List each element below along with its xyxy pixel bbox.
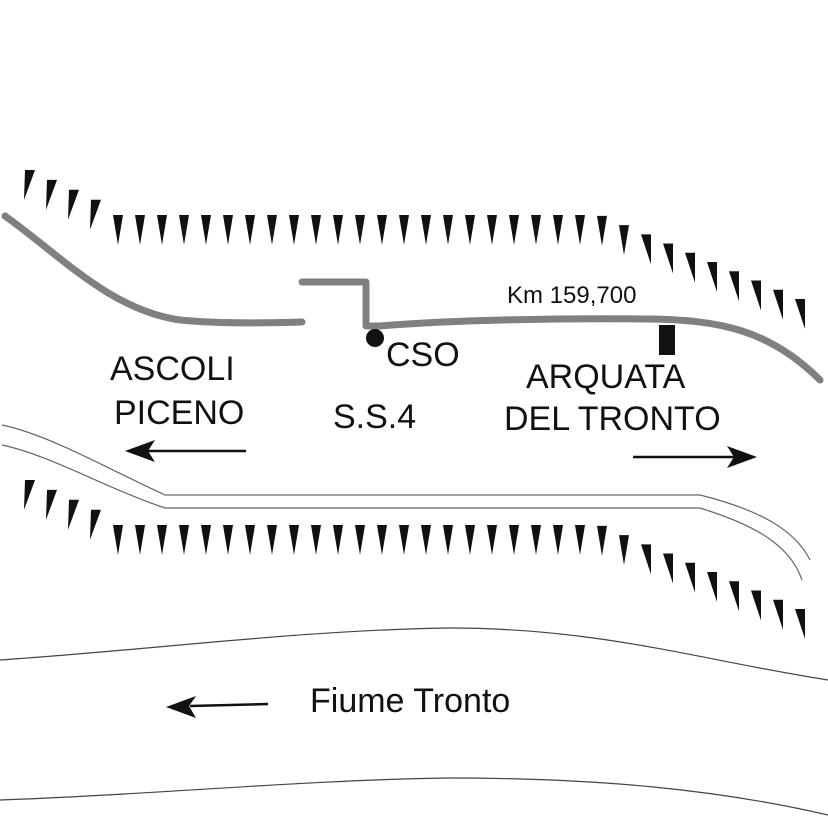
- hachure-tick: [289, 215, 299, 245]
- hachure-tick: [223, 215, 233, 245]
- arrow-river-flow: [166, 696, 269, 718]
- hachure-tick: [707, 572, 717, 603]
- hachure-tick: [289, 525, 299, 555]
- hachure-tick: [729, 271, 739, 302]
- label-river: Fiume Tronto: [310, 682, 511, 720]
- hachure-tick: [663, 553, 673, 584]
- hachure-tick: [465, 525, 475, 555]
- label-arquata-line2: DEL TRONTO: [504, 400, 721, 438]
- hachure-tick: [113, 215, 123, 245]
- hachure-tick: [553, 525, 563, 555]
- hachure-tick: [597, 525, 607, 556]
- hachure-tick: [421, 525, 431, 555]
- hachure-tick: [90, 509, 101, 540]
- hachure-tick: [795, 609, 805, 639]
- hachure-tick: [597, 215, 607, 246]
- hachure-tick: [377, 525, 387, 555]
- hachure-tick: [487, 215, 497, 245]
- hachure-tick: [135, 215, 145, 245]
- hachure-tick: [421, 215, 431, 245]
- hachure-tick: [729, 581, 739, 612]
- hachure-tick: [68, 499, 79, 530]
- hachure-tick: [46, 489, 57, 520]
- label-ss4: S.S.4: [333, 398, 417, 436]
- hachure-tick: [553, 215, 563, 245]
- hachure-tick: [685, 252, 695, 283]
- hachure-tick: [707, 262, 717, 293]
- label-ascoli-line2: PICENO: [114, 394, 245, 432]
- hachure-tick: [619, 535, 629, 566]
- hachure-tick: [443, 525, 453, 555]
- river-bank-south: [0, 777, 828, 816]
- label-km: Km 159,700: [507, 282, 637, 309]
- hachure-tick: [509, 215, 519, 245]
- hachure-tick: [333, 215, 343, 245]
- hachure-tick: [751, 280, 761, 311]
- hachure-tick: [619, 225, 629, 256]
- label-cso: CSO: [386, 336, 460, 374]
- hachure-tick: [311, 525, 321, 555]
- hachure-tick: [201, 525, 211, 555]
- hachure-tick: [773, 289, 783, 320]
- hachure-tick: [24, 480, 35, 510]
- hachure-tick: [641, 234, 651, 265]
- hachure-tick: [179, 525, 189, 555]
- hachure-tick: [311, 215, 321, 245]
- hachure-tick: [157, 525, 167, 555]
- slope-hachure-upper: [24, 170, 805, 329]
- hachure-tick: [399, 215, 409, 245]
- hachure-tick: [531, 215, 541, 245]
- hachure-tick: [355, 525, 365, 555]
- arrow-east-arquata: [633, 446, 757, 468]
- hachure-tick: [113, 525, 123, 555]
- hachure-tick: [24, 170, 35, 200]
- hachure-tick: [575, 215, 585, 245]
- road-segment-west: [1, 212, 306, 327]
- hachure-tick: [575, 525, 585, 555]
- road-segment-east: [298, 278, 824, 384]
- arrow-west-ascoli: [125, 440, 246, 462]
- label-arquata-line1: ARQUATA: [526, 358, 686, 396]
- hachure-tick: [68, 189, 79, 220]
- hachure-tick: [201, 215, 211, 245]
- hachure-tick: [751, 590, 761, 621]
- hachure-tick: [487, 525, 497, 555]
- old-road-line-lower: [1, 444, 803, 581]
- cso-station-dot: [366, 329, 384, 347]
- hachure-tick: [377, 215, 387, 245]
- hachure-tick: [46, 179, 57, 210]
- river-bank-north: [0, 627, 828, 681]
- label-ascoli-line1: ASCOLI: [110, 350, 235, 388]
- hachure-tick: [795, 299, 805, 329]
- km-marker: [659, 325, 675, 355]
- hachure-tick: [179, 215, 189, 245]
- hachure-tick: [663, 243, 673, 274]
- hachure-tick: [135, 525, 145, 555]
- hachure-tick: [685, 562, 695, 593]
- hachure-tick: [245, 525, 255, 555]
- hachure-tick: [773, 599, 783, 630]
- hachure-tick: [399, 525, 409, 555]
- hachure-tick: [157, 215, 167, 245]
- old-road-line-upper: [1, 424, 811, 561]
- hachure-tick: [641, 544, 651, 575]
- hachure-tick: [509, 525, 519, 555]
- hachure-tick: [245, 215, 255, 245]
- hachure-tick: [355, 215, 365, 245]
- hachure-tick: [531, 525, 541, 555]
- hachure-tick: [90, 199, 101, 230]
- hachure-tick: [223, 525, 233, 555]
- hachure-tick: [333, 525, 343, 555]
- hachure-tick: [267, 525, 277, 555]
- hachure-tick: [443, 215, 453, 245]
- hachure-tick: [267, 215, 277, 245]
- slope-hachure-lower: [24, 480, 805, 639]
- hachure-tick: [465, 215, 475, 245]
